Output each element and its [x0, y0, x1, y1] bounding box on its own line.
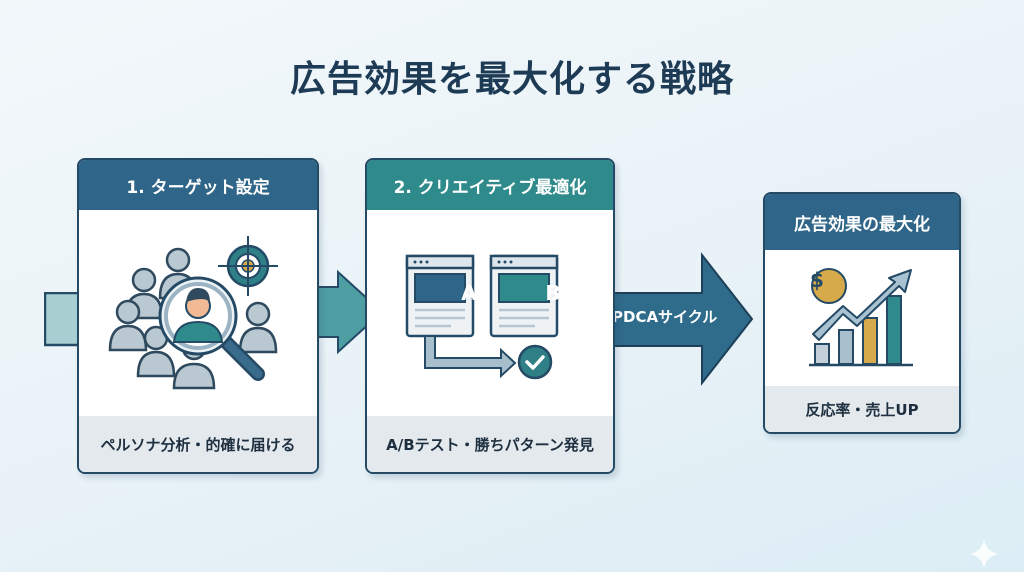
- arrow-step1-to-step2: [317, 270, 384, 355]
- page-title: 広告効果を最大化する戦略: [289, 59, 734, 100]
- check-icon: [517, 344, 553, 380]
- entry-arrow-stub: [44, 292, 80, 347]
- result-card: 広告効果の最大化 $ 反応率・売上UP: [763, 192, 961, 434]
- pdca-label: PDCAサイクル: [612, 308, 718, 326]
- step-card-targeting: 1. ターゲット設定: [77, 158, 319, 474]
- audience-magnifier-target-icon: [79, 230, 317, 390]
- pdca-arrow: [612, 252, 754, 386]
- variant-a-window: [405, 254, 475, 338]
- target-icon: [218, 236, 278, 296]
- step-card-creative: 2. クリエイティブ最適化: [365, 158, 615, 474]
- result-card-header: 広告効果の最大化: [765, 194, 959, 250]
- sparkle-icon: [969, 539, 999, 569]
- step-card-footer: A/Bテスト・勝ちパターン発見: [367, 416, 613, 472]
- ab-test-icon: A B: [367, 254, 613, 384]
- result-card-footer: 反応率・売上UP: [765, 386, 959, 432]
- step-card-header: 2. クリエイティブ最適化: [367, 160, 613, 210]
- dollar-coin-icon: [811, 268, 847, 304]
- variant-a-label: A: [461, 281, 477, 305]
- variant-b-window: [489, 254, 559, 338]
- variant-b-label: B: [545, 281, 561, 305]
- dollar-symbol: $: [810, 268, 824, 292]
- step-card-header: 1. ターゲット設定: [79, 160, 317, 210]
- growth-chart-dollar-icon: $: [765, 264, 959, 374]
- step-card-footer: ペルソナ分析・的確に届ける: [79, 416, 317, 472]
